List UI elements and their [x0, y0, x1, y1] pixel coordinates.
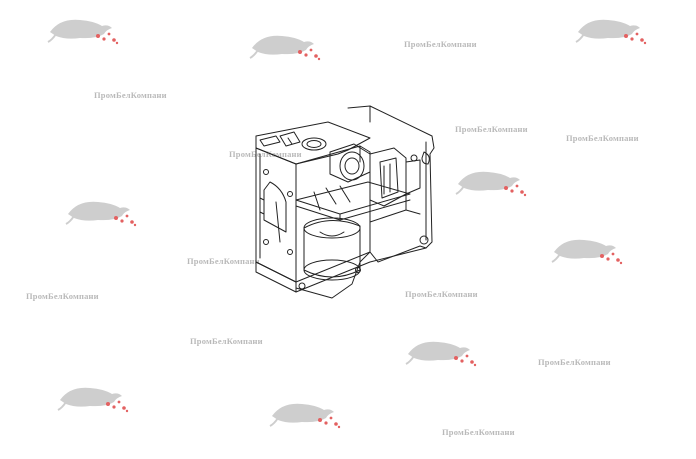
watermark-text: ПромБелКомпани	[442, 427, 515, 437]
watermark-text: ПромБелКомпани	[187, 256, 260, 266]
watermark-text: ПромБелКомпани	[229, 149, 302, 159]
watermark-text: ПромБелКомпани	[190, 336, 263, 346]
bearing-block	[329, 143, 371, 183]
leopard-logo-icon	[575, 19, 647, 45]
leopard-logo-icon	[405, 341, 477, 367]
leopard-logo-icon	[551, 239, 623, 265]
front-frame	[255, 147, 297, 283]
leopard-logo-icon	[455, 171, 527, 197]
cylinder	[303, 220, 361, 278]
housing-drawing	[255, 105, 435, 299]
leopard-logo-icon	[65, 201, 137, 227]
watermark-text: ПромБелКомпани	[455, 124, 528, 134]
watermark-text: ПромБелКомпани	[94, 90, 167, 100]
watermark-text: ПромБелКомпани	[26, 291, 99, 301]
watermark-text: ПромБелКомпани	[404, 39, 477, 49]
leopard-logo-icon	[57, 387, 129, 413]
side-frame	[295, 145, 371, 283]
leopard-logo-icon	[47, 19, 119, 45]
leopard-logo-icon	[269, 403, 341, 429]
back-panel	[347, 105, 435, 263]
watermark-text: ПромБелКомпани	[538, 357, 611, 367]
mounting-hole	[419, 235, 429, 245]
watermark-text: ПромБелКомпани	[566, 133, 639, 143]
leopard-logo-icon	[249, 35, 321, 61]
watermark-text: ПромБелКомпани	[405, 289, 478, 299]
